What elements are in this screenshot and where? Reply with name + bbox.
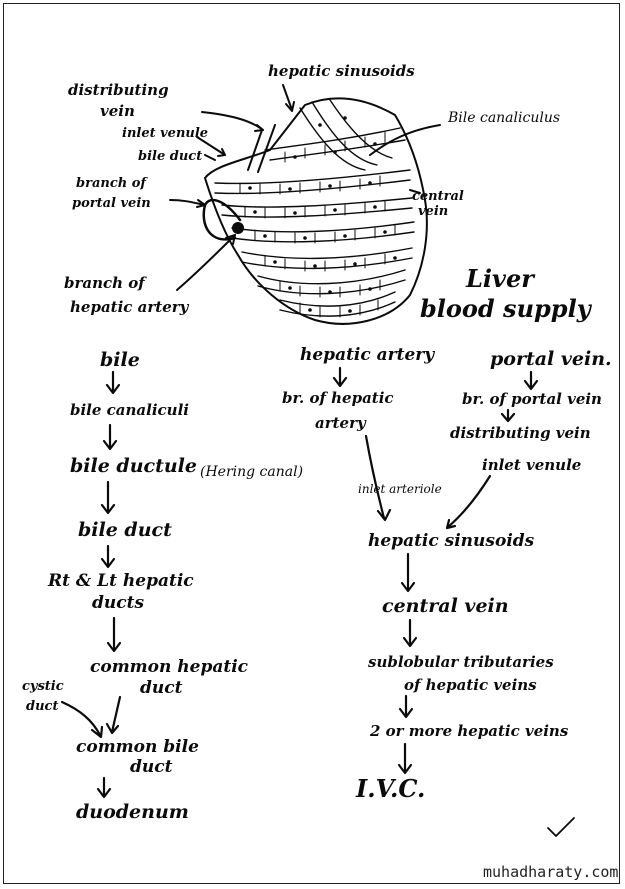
inlet-vessels — [247, 124, 276, 173]
duodenum-node: duodenum — [76, 801, 189, 823]
sublobular-node-2: of hepatic veins — [404, 676, 537, 694]
common-hepatic-duct-node-1: common hepatic — [90, 657, 249, 677]
bile-flow-arrows — [60, 370, 122, 799]
watermark: muhadharaty.com — [483, 863, 618, 881]
label-bile-duct-sketch: bile duct — [138, 149, 202, 164]
bile-canaliculi-node: bile canaliculi — [70, 401, 189, 419]
distributing-vein-node: distributing vein — [450, 424, 591, 442]
br-hepatic-artery-node-1: br. of hepatic — [282, 389, 394, 407]
drainage-arrows — [397, 552, 418, 775]
cystic-duct-node-1: cystic — [22, 679, 64, 694]
ivc-node: I.V.C. — [355, 774, 425, 803]
hepatic-sinusoids-node: hepatic sinusoids — [368, 531, 535, 551]
title-blood-supply: blood supply — [420, 294, 593, 323]
hepatic-veins-node: 2 or more hepatic veins — [369, 722, 569, 740]
portal-vein-node: portal vein. — [490, 348, 612, 370]
check-mark — [547, 817, 575, 837]
bile-node: bile — [100, 349, 140, 371]
bile-ductule-node: bile ductule — [70, 455, 197, 477]
common-bile-duct-node-2: duct — [130, 757, 173, 777]
label-central-vein-sketch-1: central — [412, 189, 464, 204]
br-portal-vein-node: br. of portal vein — [462, 390, 602, 408]
label-branch-of: branch of — [76, 176, 148, 191]
sublobular-node-1: sublobular tributaries — [368, 653, 554, 671]
hering-canal-note: (Hering canal) — [200, 464, 303, 480]
sketch-leaders — [169, 84, 441, 291]
page-border — [3, 3, 620, 884]
label-distributing-vein-1: distributing — [68, 81, 169, 99]
sketch-label-group: hepatic sinusoids Bile canaliculus distr… — [64, 62, 560, 316]
label-hepatic-sinusoids-top: hepatic sinusoids — [268, 62, 415, 80]
rt-lt-hepatic-ducts-node-2: ducts — [92, 593, 144, 613]
label-central-vein-sketch-2: vein — [418, 204, 448, 219]
label-branch-of-2: branch of — [64, 274, 147, 292]
inlet-arteriole-note: inlet arteriole — [358, 482, 442, 496]
label-hepatic-artery-sketch: hepatic artery — [70, 298, 190, 316]
rt-lt-hepatic-ducts-node-1: Rt & Lt hepatic — [47, 571, 194, 591]
hepatic-artery-node: hepatic artery — [300, 345, 435, 365]
common-bile-duct-node-1: common bile — [76, 737, 199, 757]
label-portal-vein: portal vein — [72, 196, 151, 211]
hepatocyte-cells — [239, 131, 396, 318]
supply-arrows — [332, 366, 539, 530]
label-inlet-venule: inlet venule — [122, 126, 208, 141]
lobule-outline — [204, 97, 428, 325]
label-bile-canaliculus: Bile canaliculus — [447, 110, 560, 126]
cystic-duct-node-2: duct — [26, 699, 58, 714]
title-liver: Liver — [465, 264, 536, 293]
blood-supply-column: hepatic artery br. of hepatic artery inl… — [282, 345, 612, 803]
br-hepatic-artery-node-2: artery — [315, 414, 367, 432]
bile-flow-column: bile bile canaliculi bile ductule (Herin… — [22, 349, 303, 823]
hepatocyte-plates — [214, 99, 415, 317]
hepatocyte-nuclei — [248, 116, 397, 313]
bile-duct-node: bile duct — [78, 519, 172, 541]
hepatic-artery-branch-dot — [232, 222, 244, 234]
lobule-sketch — [202, 97, 428, 325]
common-hepatic-duct-node-2: duct — [140, 678, 183, 698]
central-vein-node: central vein — [382, 595, 509, 617]
inlet-venule-node: inlet venule — [482, 456, 581, 474]
label-distributing-vein-2: vein — [100, 102, 135, 120]
